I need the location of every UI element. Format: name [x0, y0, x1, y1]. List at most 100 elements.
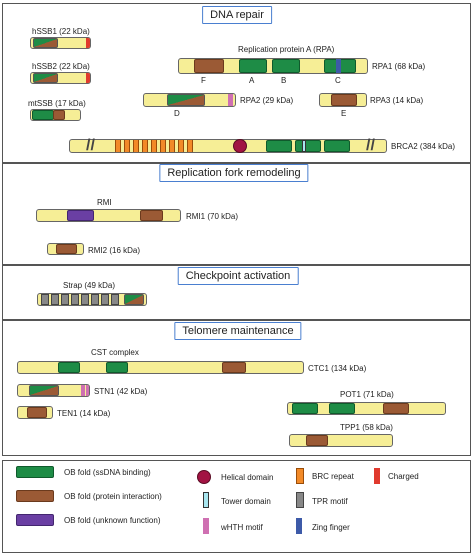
hssb2-label: hSSB2 (22 kDa)	[32, 62, 90, 71]
ctc1-label: CTC1 (134 kDa)	[308, 364, 367, 373]
break-mark-icon: //	[86, 137, 95, 154]
tpr-motif	[111, 294, 119, 305]
brc-repeat	[169, 140, 175, 152]
tpp1-protein	[289, 434, 393, 447]
tpp1-label: TPP1 (58 kDa)	[340, 423, 393, 432]
stn1-protein	[17, 384, 90, 397]
legend-charged-label: Charged	[388, 472, 419, 481]
brc-repeat	[115, 140, 121, 152]
section-title-dna-repair: DNA repair	[202, 6, 272, 24]
hssb2-protein	[30, 72, 91, 84]
tower-domain	[302, 140, 306, 152]
legend-whth-label: wHTH motif	[221, 523, 263, 532]
rpa2-label: RPA2 (29 kDa)	[240, 96, 294, 105]
brc-repeat	[142, 140, 148, 152]
rpa-domain-b-label: B	[281, 76, 287, 85]
ob-fold-protein	[140, 210, 163, 221]
tpr-motif	[61, 294, 69, 305]
pot1-protein	[287, 402, 446, 415]
ob-fold-protein	[306, 435, 328, 446]
legend-brc-label: BRC repeat	[312, 472, 354, 481]
rpa2-domain-d	[167, 94, 205, 106]
hssb1-label: hSSB1 (22 kDa)	[32, 27, 90, 36]
legend-zinc-icon	[296, 518, 302, 534]
ob-fold-ssdna	[266, 140, 292, 152]
rpa1-domain-a	[239, 59, 267, 73]
ob-fold-split	[33, 73, 58, 83]
rpa1-label: RPA1 (68 kDa)	[372, 62, 426, 71]
legend-tower-icon	[203, 492, 209, 508]
tpr-motif	[91, 294, 99, 305]
rmi1-protein	[36, 209, 181, 222]
rpa-domain-e-label: E	[341, 109, 347, 118]
rpa-domain-a-label: A	[249, 76, 255, 85]
tpr-motif	[101, 294, 109, 305]
ctc1-protein	[17, 361, 304, 374]
rmi-title: RMI	[97, 198, 112, 207]
rpa-domain-c-label: C	[335, 76, 341, 85]
legend-tower-label: Tower domain	[221, 497, 271, 506]
brc-repeat	[160, 140, 166, 152]
mtssb-label: mtSSB (17 kDa)	[28, 99, 86, 108]
legend-brc-icon	[296, 468, 304, 484]
legend-charged-icon	[374, 468, 380, 484]
tpr-motif	[41, 294, 49, 305]
brc-repeat	[124, 140, 130, 152]
rpa1-protein	[178, 58, 368, 74]
zinc-finger	[336, 59, 341, 73]
ob-fold-ssdna	[32, 110, 54, 120]
ob-fold-protein	[27, 407, 47, 418]
rmi1-label: RMI1 (70 kDa)	[186, 212, 239, 221]
whth-motif	[228, 94, 233, 106]
hssb1-protein	[30, 37, 91, 49]
rmi2-label: RMI2 (16 kDa)	[88, 246, 141, 255]
legend-whth-icon	[203, 518, 209, 534]
rpa3-label: RPA3 (14 kDa)	[370, 96, 424, 105]
legend-tpr-icon	[296, 492, 304, 508]
ob-fold-split	[29, 385, 59, 396]
rpa1-domain-b	[272, 59, 300, 73]
legend-tpr-label: TPR motif	[312, 497, 348, 506]
legend-ob-protein-label: OB fold (protein interaction)	[64, 492, 162, 501]
charged-region	[86, 38, 90, 48]
strap-protein	[37, 293, 147, 306]
ob-fold-ssdna	[58, 362, 80, 373]
rpa1-domain-f	[194, 59, 224, 73]
ob-fold-protein	[56, 244, 77, 254]
legend-panel	[2, 460, 471, 553]
ob-fold-split	[33, 38, 58, 48]
ob-fold-ssdna	[106, 362, 128, 373]
legend-ob-unknown-swatch	[16, 514, 54, 526]
legend-zinc-label: Zing finger	[312, 523, 350, 532]
rpa3-domain-e	[331, 94, 357, 106]
rpa2-protein	[143, 93, 236, 107]
rpa-title: Replication protein A (RPA)	[238, 45, 335, 54]
section-title-telomere: Telomere maintenance	[174, 322, 302, 340]
tpr-motif	[81, 294, 89, 305]
ob-fold-protein	[222, 362, 246, 373]
break-mark-icon: //	[366, 137, 375, 154]
brca2-protein	[69, 139, 387, 153]
brc-repeat	[178, 140, 184, 152]
pot1-label: POT1 (71 kDa)	[340, 390, 394, 399]
mtssb-protein	[30, 109, 81, 121]
rmi2-protein	[47, 243, 84, 255]
legend-ob-ssdna-label: OB fold (ssDNA binding)	[64, 468, 151, 477]
rpa3-protein	[319, 93, 367, 107]
whth-motif	[86, 385, 89, 396]
ob-fold-protein	[383, 403, 409, 414]
legend-ob-ssdna-swatch	[16, 466, 54, 478]
ob-fold-ssdna	[324, 140, 350, 152]
brc-repeat	[151, 140, 157, 152]
ob-fold-unknown	[67, 210, 94, 221]
rpa-domain-f-label: F	[201, 76, 206, 85]
rpa-domain-d-label: D	[174, 109, 180, 118]
legend-helical-label: Helical domain	[221, 473, 274, 482]
cst-title: CST complex	[91, 348, 139, 357]
section-title-fork-remodeling: Replication fork remodeling	[159, 164, 309, 182]
strap-label: Strap (49 kDa)	[63, 281, 116, 290]
legend-ob-unknown-label: OB fold (unknown function)	[64, 516, 161, 525]
ob-fold-ssdna	[295, 140, 321, 152]
brc-repeat	[187, 140, 193, 152]
section-title-checkpoint: Checkpoint activation	[177, 267, 299, 285]
